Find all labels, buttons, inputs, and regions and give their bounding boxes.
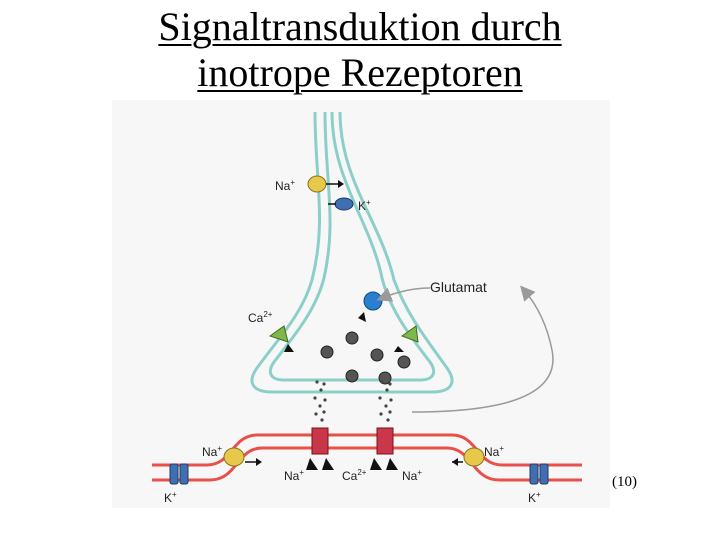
label-ca-left: Ca2+	[248, 310, 273, 325]
figure-background	[112, 100, 610, 508]
vesicle	[345, 369, 359, 383]
k-channel-presynaptic	[328, 197, 354, 211]
ion-influx-arrows	[306, 458, 398, 470]
label-k-bottom-right: K+	[528, 490, 541, 505]
label-glutamat: Glutamat	[430, 279, 487, 295]
vesicle	[345, 331, 359, 345]
reuptake-arrow	[411, 285, 554, 413]
synapse-diagram: Na+ K+ Glutamat Ca2+ Na+ Na+ K+ K+ Na+ C…	[112, 100, 610, 508]
label-ca-in: Ca2+	[342, 468, 367, 483]
vesicle	[370, 348, 384, 362]
na-pump-postsynaptic-left	[223, 447, 262, 467]
glutamate-receptor-left	[311, 427, 329, 455]
k-channel-postsynaptic-right	[529, 463, 549, 485]
label-na-top: Na+	[275, 178, 295, 193]
label-na-in-right: Na+	[402, 468, 422, 483]
k-channel-postsynaptic-left	[169, 463, 189, 485]
slide-title: Signaltransduktion durch inotrope Rezept…	[0, 4, 720, 96]
title-line-1: Signaltransduktion durch	[158, 4, 562, 49]
vesicle	[397, 355, 411, 369]
glutamate-receptor-right	[376, 427, 394, 455]
title-line-2: inotrope Rezeptoren	[197, 50, 523, 95]
na-pump-presynaptic	[307, 175, 344, 193]
neurotransmitter-release	[313, 380, 393, 422]
ca-channel-right	[394, 325, 419, 352]
ca-channel-left	[268, 325, 294, 352]
reference-number: (10)	[612, 474, 637, 490]
label-na-post-left: Na+	[202, 444, 222, 459]
label-k-top: K+	[358, 198, 371, 213]
glutamate-pointer-arrow	[376, 287, 431, 302]
label-k-bottom-left: K+	[164, 490, 177, 505]
label-na-in-left: Na+	[284, 468, 304, 483]
vesicle	[320, 345, 334, 359]
postsynaptic-membrane	[152, 433, 582, 482]
label-na-post-right: Na+	[484, 444, 504, 459]
na-pump-postsynaptic-right	[452, 447, 485, 467]
